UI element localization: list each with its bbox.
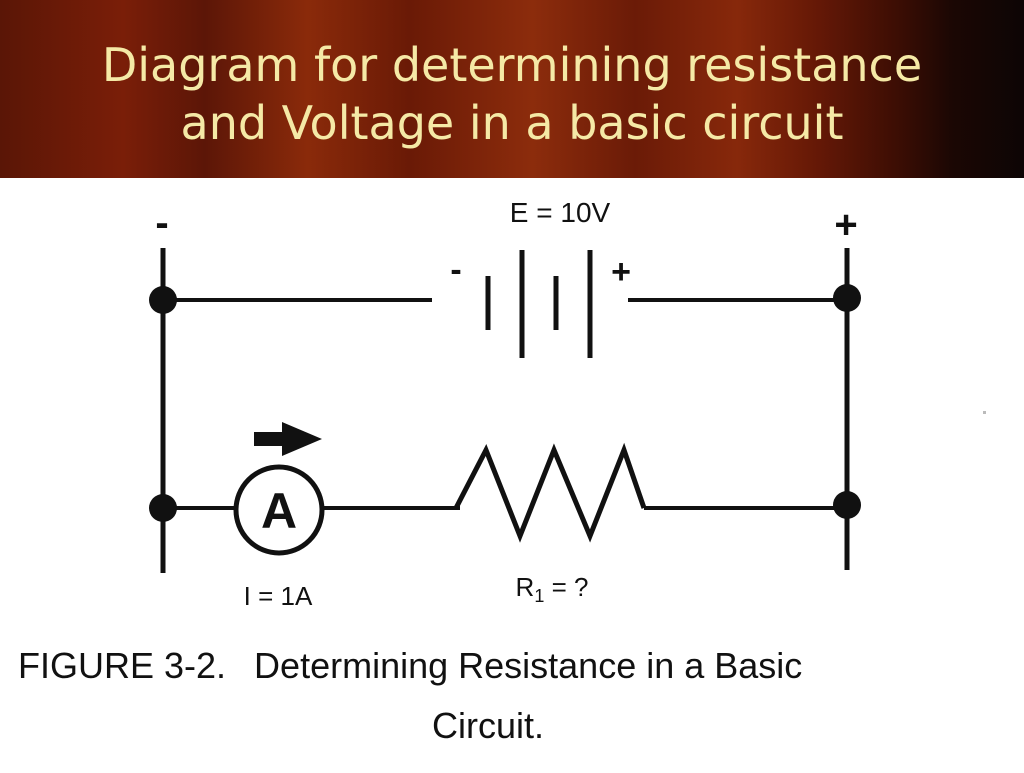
source-label: E = 10V (510, 197, 611, 228)
slide-header: Diagram for determining resistance and V… (0, 0, 1024, 178)
ammeter-symbol: A (261, 483, 297, 539)
title-line-1: Diagram for determining resistance (101, 38, 923, 92)
node-bottom-left (149, 494, 177, 522)
resistor-value: = ? (544, 572, 588, 602)
resistor-label: R1 = ? (516, 572, 589, 606)
figure-number: FIGURE 3-2. (18, 645, 227, 686)
circuit-svg: A E = 10V - + - + I = 1A R1 = ? (149, 197, 986, 611)
caption-text-1: Determining Resistance in a Basic (254, 645, 803, 686)
caption-line-1: FIGURE 3-2. Determining Resistance in a B… (18, 645, 802, 687)
current-arrow-icon (254, 422, 322, 456)
battery-positive-label: + (611, 253, 631, 291)
stray-dot (983, 411, 986, 414)
left-terminal-polarity: - (155, 201, 168, 245)
node-top-left (149, 286, 177, 314)
node-top-right (833, 284, 861, 312)
caption-line-2: Circuit. (432, 705, 545, 746)
battery-symbol (485, 250, 593, 358)
resistor-symbol (453, 442, 647, 543)
circuit-diagram: A E = 10V - + - + I = 1A R1 = ? (0, 178, 1024, 768)
title-line-2: and Voltage in a basic circuit (180, 96, 844, 150)
node-bottom-right (833, 491, 861, 519)
right-terminal-polarity: + (834, 203, 857, 247)
current-label: I = 1A (244, 581, 313, 611)
slide-title: Diagram for determining resistance and V… (0, 36, 1024, 152)
battery-negative-label: - (450, 251, 461, 289)
resistor-subscript: 1 (534, 586, 544, 606)
